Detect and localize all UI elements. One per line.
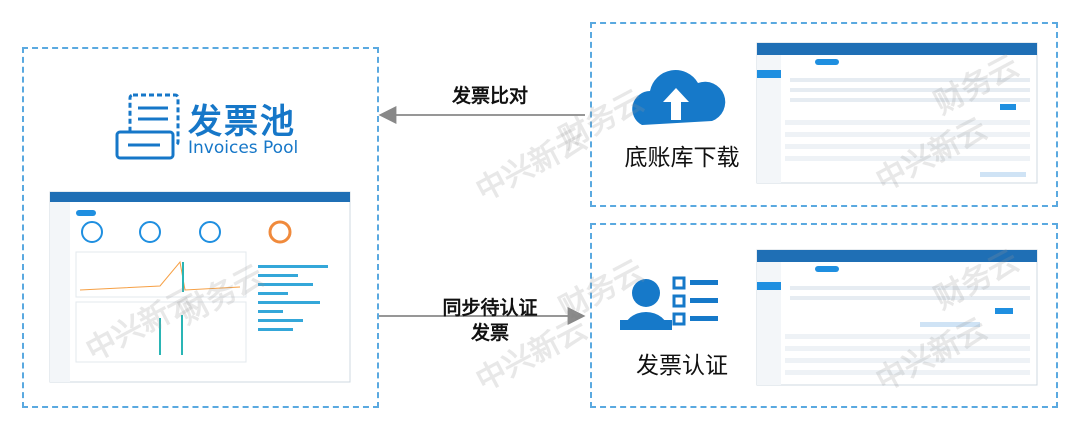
invoice-certification-panel (590, 223, 1058, 408)
invoice-pool-panel (22, 47, 379, 408)
node-caption-download: 底账库下载 (624, 145, 740, 171)
node-caption-certification: 发票认证 (636, 353, 728, 379)
certification-screenshot (756, 249, 1038, 386)
edge-label-compare: 发票比对 (451, 85, 528, 107)
edge-label-sync-line1: 同步待认证 (442, 297, 538, 319)
invoice-pool-logo-icon (115, 93, 180, 160)
cloud-upload-icon (632, 70, 726, 125)
logo-subtitle: Invoices Pool (188, 138, 299, 158)
ledger-download-panel (590, 22, 1058, 207)
logo-title: 发票池 (188, 102, 296, 142)
dashboard-thumbnail (49, 191, 351, 383)
user-checklist-icon (620, 276, 718, 330)
ledger-screenshot (756, 42, 1038, 184)
edge-label-sync: 同步待认证 发票 (420, 296, 560, 346)
edge-label-sync-line2: 发票 (470, 322, 509, 344)
